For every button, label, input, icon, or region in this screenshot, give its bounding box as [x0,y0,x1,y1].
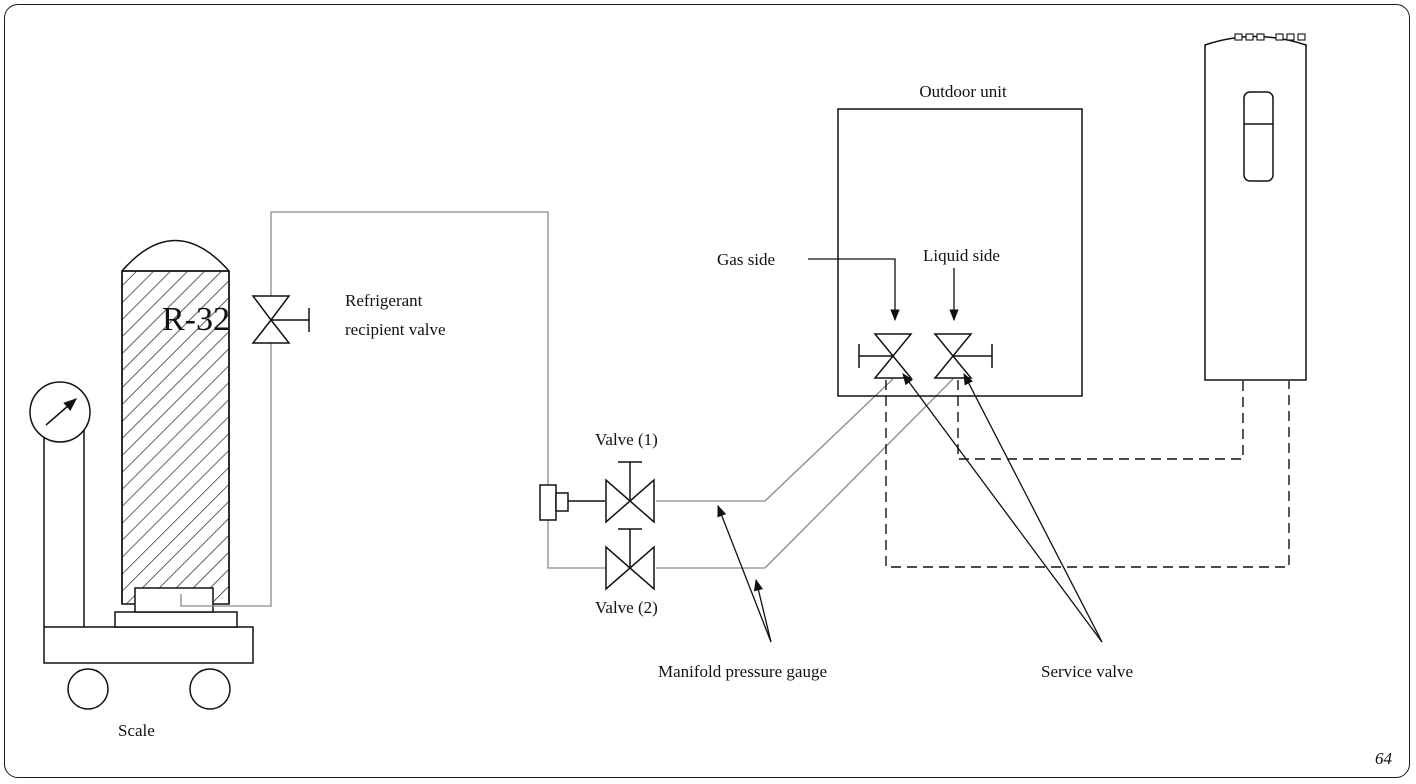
gas-side-label: Gas side [717,250,776,269]
liquid-side-label: Liquid side [923,246,1000,265]
recipient-valve-label-line1: Refrigerant [345,291,423,310]
scale-label: Scale [118,721,155,740]
outdoor-unit-label: Outdoor unit [919,82,1007,101]
outdoor-unit-box [837,108,1083,397]
recipient-valve-label-line2: recipient valve [345,320,446,339]
page-number: 64 [1375,749,1392,768]
scale-cart [43,430,254,710]
refrigerant-name-label: R-32 [162,301,230,338]
indoor-unit-connectors [1234,33,1306,41]
valve-1-icon [605,461,655,524]
refrigerant-piping [180,211,954,607]
valve-1-label: Valve (1) [595,430,658,449]
refrigerant-cylinder [121,239,230,613]
dashed-connection-lines [885,380,1290,568]
valve-2-icon [605,528,655,591]
valve-2-label: Valve (2) [595,598,658,617]
gas-side-service-valve-icon [858,333,913,379]
pressure-dial-icon [29,381,91,443]
tee-fitting-icon [539,484,605,521]
manifold-gauge-label: Manifold pressure gauge [658,662,828,681]
callout-arrows [717,258,1103,643]
diagram-frame [4,4,1410,778]
liquid-side-service-valve-icon [933,333,993,379]
indoor-unit [1204,35,1307,381]
recipient-valve-icon [251,295,310,344]
service-valve-label: Service valve [1041,662,1134,681]
